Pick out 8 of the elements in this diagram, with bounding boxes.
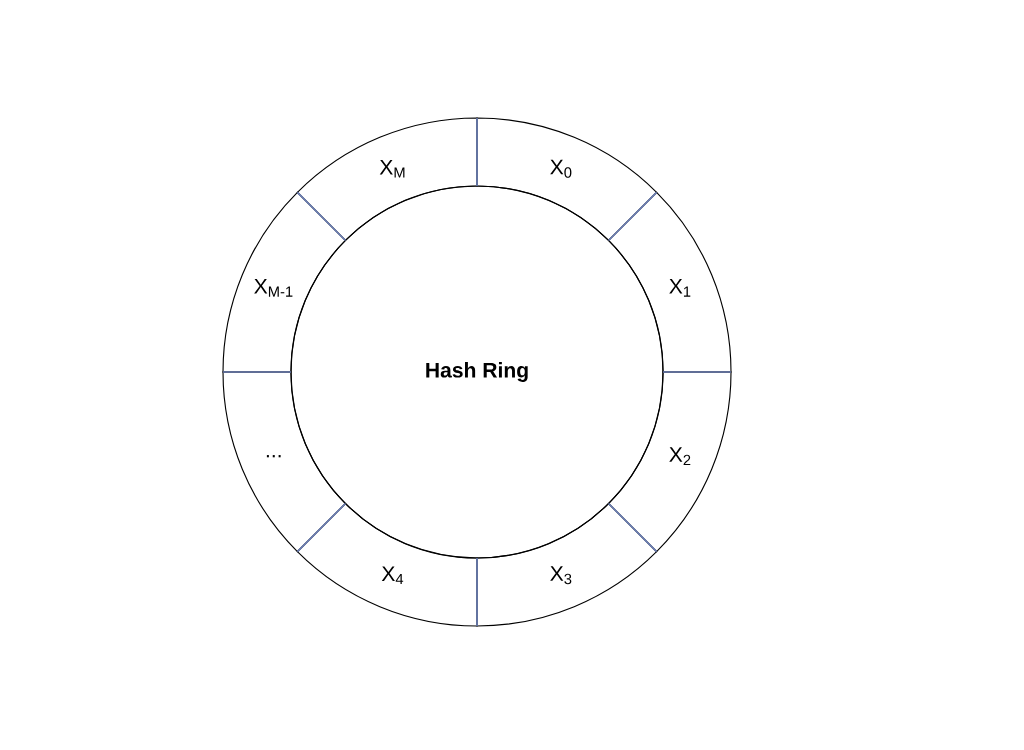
ring-segment: ... <box>222 371 347 553</box>
ring-segment: X$_{0}$ <box>476 117 658 242</box>
ring-segment: X$_{3}$ <box>476 502 658 627</box>
ring-segment: X$_{4}$ <box>296 502 478 627</box>
ring-segment: X$_{1}$ <box>607 191 732 373</box>
ring-segment: X$_{M}$ <box>296 117 478 242</box>
ring-segment: X$_{M-1}$ <box>222 191 347 373</box>
ring-segment: X$_{2}$ <box>607 371 732 553</box>
